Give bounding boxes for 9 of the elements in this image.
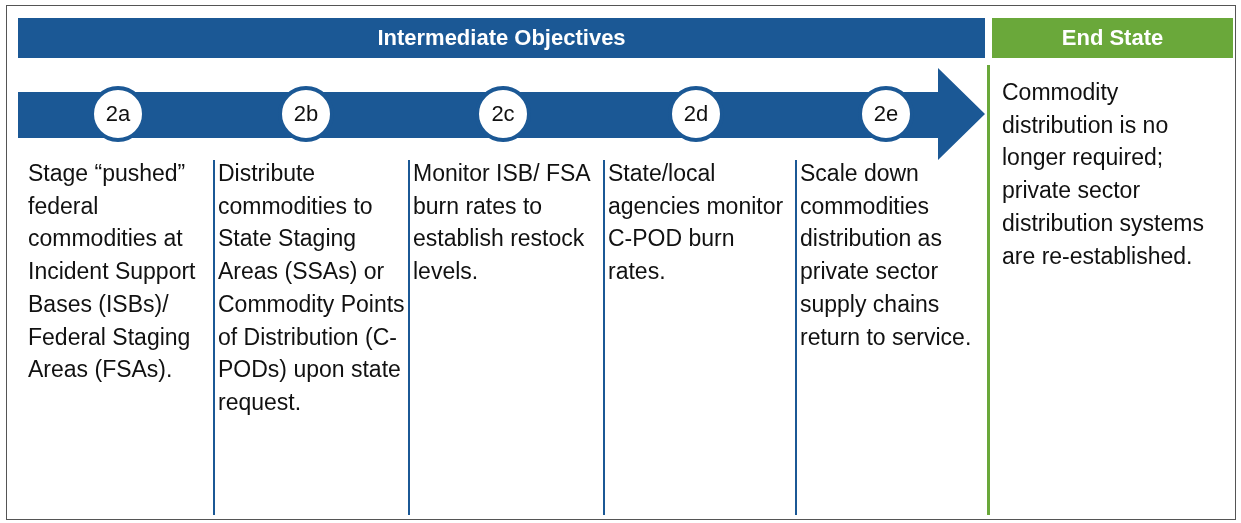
end-state-description: Commodity distribution is no longer required; private sector distribution systems are re-established. [1002,78,1205,271]
header-band: Intermediate Objectives [18,18,985,58]
header-band: End State [992,18,1233,58]
step-description: State/local agencies monitor C-POD burn rates. [608,159,785,287]
step-description: Scale down commodities distribution as private sector supply chains return to service. [800,159,973,352]
step-description: Monitor ISB/ FSA burn rates to establish restock levels. [413,159,591,287]
step-description: Distribute commodities to State Staging Areas (SSAs) or Commodity Points of Distribution (C-PODs) upon state request. [218,159,406,417]
arrow-band [18,68,985,160]
step-description: Stage “pushed” federal commodities at Incident Support Bases (ISBs)/ Federal Staging Areas (FSAs). [28,159,197,385]
